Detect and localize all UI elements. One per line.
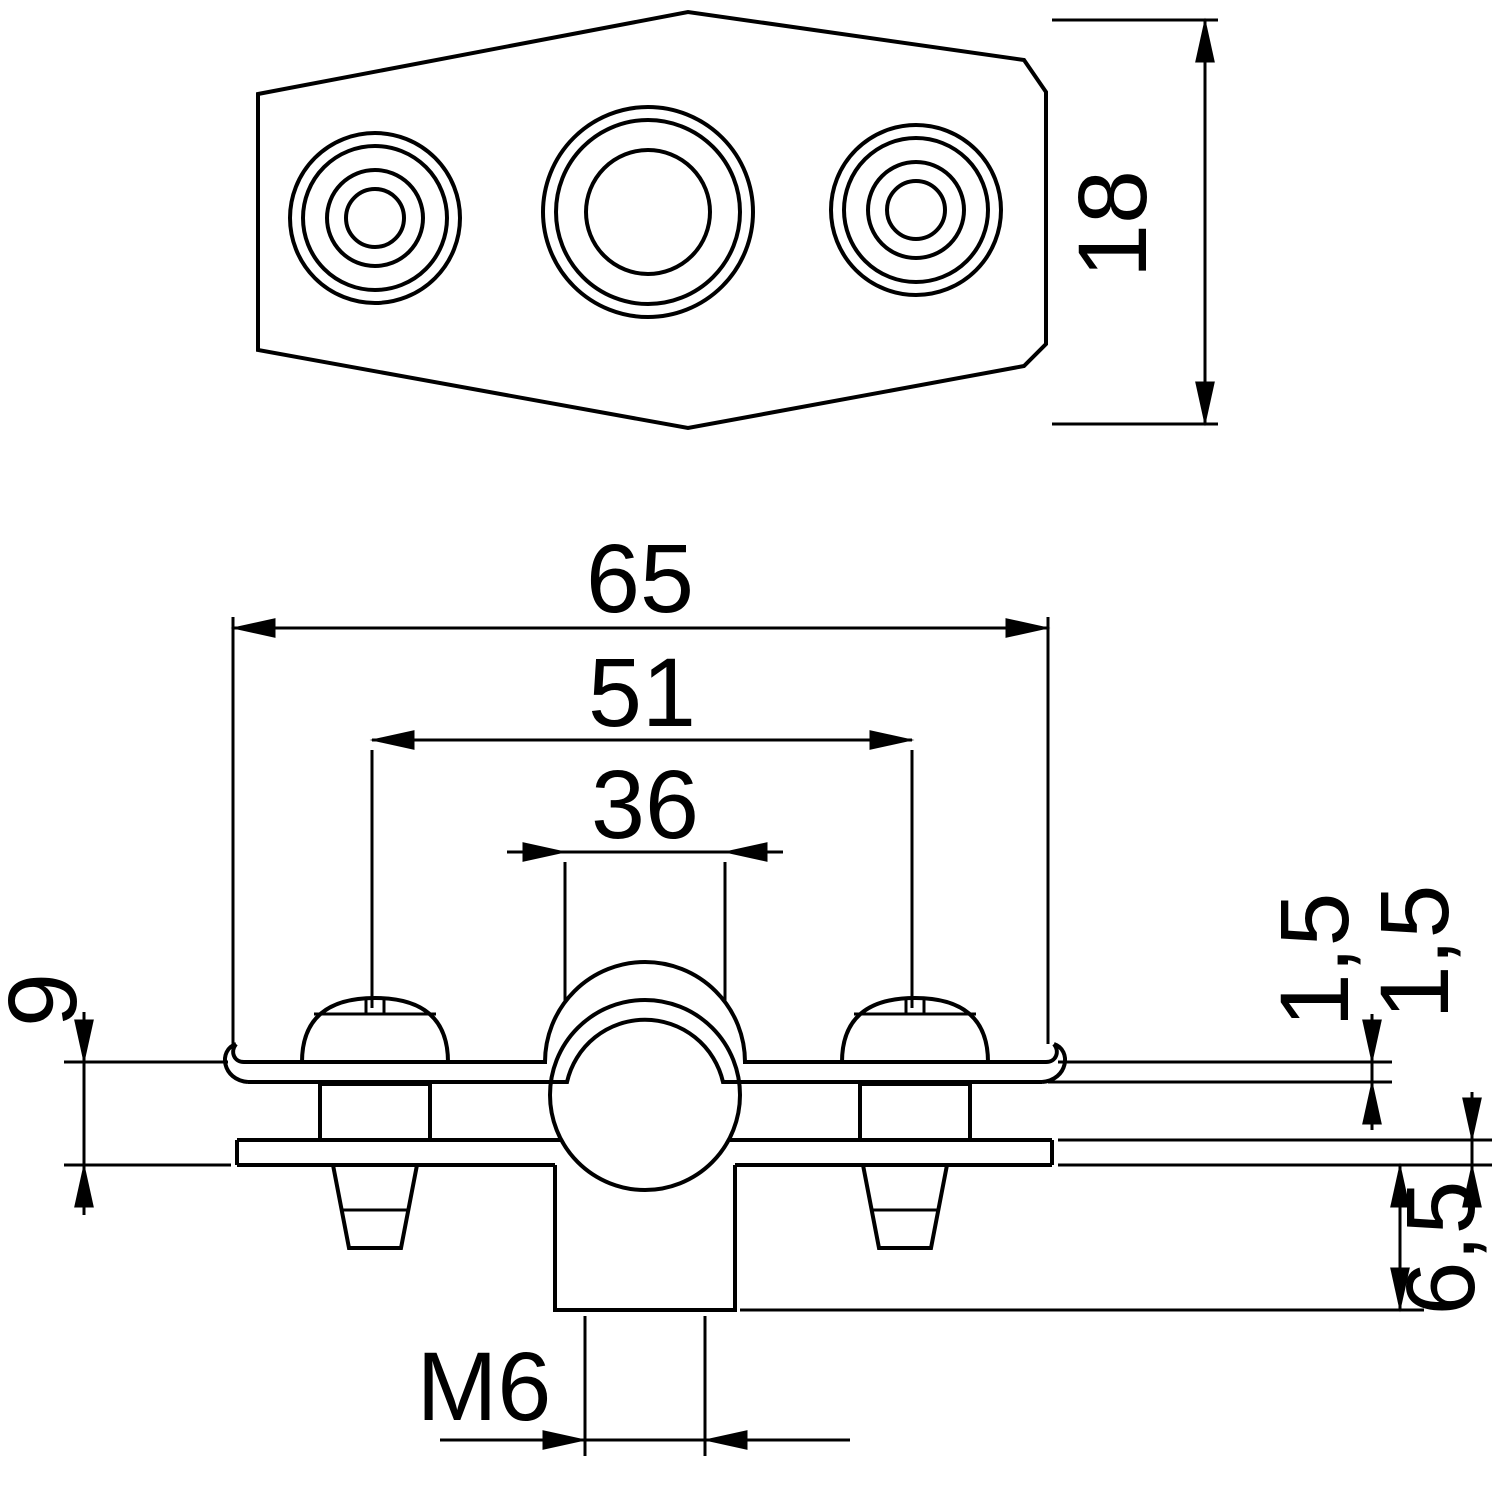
screw-right-washer bbox=[858, 1082, 972, 1142]
saddle-bore bbox=[584, 148, 712, 276]
screw-right-slot bbox=[904, 999, 926, 1014]
saddle-outer-circle bbox=[541, 105, 755, 319]
screw-left-center bbox=[344, 187, 406, 249]
dim-label-6-5: 6,5 bbox=[1386, 1181, 1495, 1316]
screw-right-inner-ring bbox=[866, 160, 966, 260]
screw-left-ring bbox=[301, 144, 449, 292]
dim-label-36: 36 bbox=[591, 750, 699, 859]
plate-outline bbox=[256, 9, 1048, 431]
dimension-6-5: 6,5 bbox=[740, 1162, 1495, 1316]
dim-label-18: 18 bbox=[1058, 170, 1167, 278]
base-plate bbox=[235, 1138, 1054, 1167]
dim-label-9: 9 bbox=[0, 973, 97, 1027]
dimension-51: 51 bbox=[369, 638, 915, 1008]
screw-right-ferrule bbox=[860, 1163, 950, 1250]
dimension-18: 18 bbox=[1052, 17, 1218, 427]
saddle-ring bbox=[554, 118, 742, 306]
dimension-strap-1-5: 1,5 bbox=[1048, 893, 1392, 1130]
screw-head-left-top bbox=[288, 131, 462, 305]
strap-left-end-curl bbox=[223, 1042, 249, 1084]
dim-label-strap-1-5: 1,5 bbox=[1260, 893, 1369, 1028]
dimension-36: 36 bbox=[507, 750, 783, 1002]
screw-left bbox=[299, 995, 451, 1250]
screw-head-right-top bbox=[829, 123, 1003, 297]
dim-label-65: 65 bbox=[586, 524, 694, 633]
screw-right bbox=[839, 995, 991, 1250]
screw-right-center bbox=[885, 179, 947, 241]
dim-label-plate-1-5: 1,5 bbox=[1360, 885, 1469, 1020]
screw-right-outer-circle bbox=[829, 123, 1003, 297]
screw-left-ferrule bbox=[330, 1163, 420, 1250]
pipe-section-circle bbox=[548, 998, 742, 1192]
saddle-opening-top bbox=[541, 105, 755, 319]
dim-label-m6: M6 bbox=[417, 1332, 552, 1441]
dim-label-51: 51 bbox=[588, 638, 696, 747]
screw-left-outer-circle bbox=[288, 131, 462, 305]
screw-left-head bbox=[299, 995, 451, 1064]
screw-right-ring bbox=[842, 136, 990, 284]
front-view bbox=[223, 960, 1067, 1312]
threaded-stud bbox=[553, 1165, 737, 1312]
screw-left-slot bbox=[364, 999, 386, 1014]
screw-left-inner-ring bbox=[325, 168, 425, 268]
strap-top-edge bbox=[244, 960, 1046, 1064]
dimension-plate-1-5: 1,5 bbox=[1058, 885, 1492, 1213]
dimension-9: 9 bbox=[0, 973, 231, 1215]
screw-right-head bbox=[839, 995, 991, 1064]
strap-bottom-edge bbox=[248, 1017, 1042, 1084]
screw-left-washer bbox=[318, 1082, 432, 1142]
dimension-m6: M6 bbox=[417, 1316, 850, 1456]
dimension-65: 65 bbox=[230, 524, 1051, 1044]
top-view bbox=[256, 9, 1048, 431]
